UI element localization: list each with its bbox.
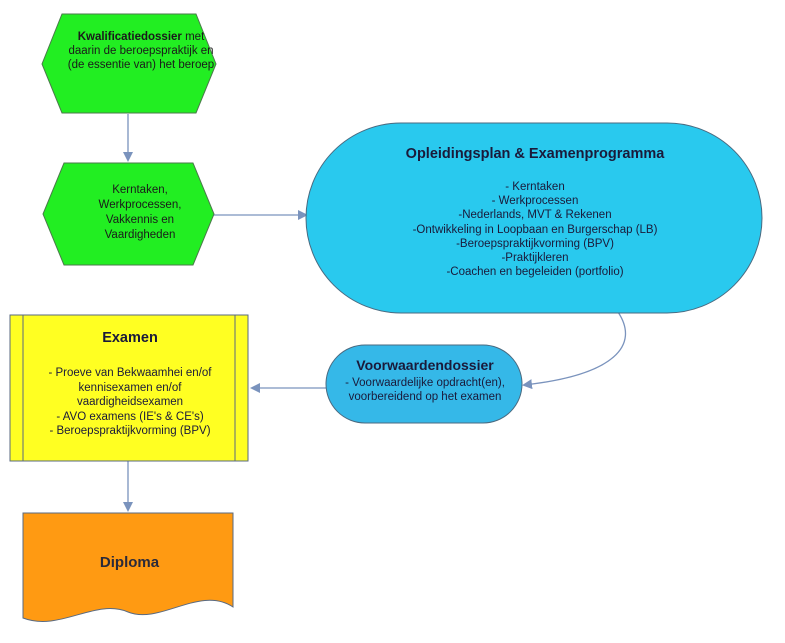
examen-list: - Proeve van Bekwaamhei en/of kennisexam… bbox=[16, 366, 244, 439]
opleidingsplan-item: -Beroepspraktijkvorming (BPV) bbox=[456, 237, 614, 250]
kerntaken-line: Werkprocessen, bbox=[98, 199, 182, 211]
examen-title: Examen bbox=[102, 330, 158, 346]
voorwaardendossier-title: Voorwaardendossier bbox=[356, 357, 494, 373]
kerntaken-line: Kerntaken, bbox=[112, 184, 168, 196]
kwalificatiedossier-text: Kwalificatiedossier met daarin de beroep… bbox=[66, 30, 216, 72]
examen-process-box bbox=[9, 314, 249, 462]
diploma-document-shape bbox=[22, 512, 234, 622]
kerntaken-line: Vakkennis en bbox=[105, 214, 175, 226]
voorwaardendossier-pill bbox=[325, 344, 523, 424]
opleidingsplan-list: - Kerntaken - Werkprocessen -Nederlands,… bbox=[330, 180, 740, 279]
voorwaardendossier-item: - Voorwaardelijke opdracht(en), bbox=[345, 377, 505, 389]
kwalificatiedossier-title: Kwalificatiedossier bbox=[77, 31, 182, 43]
kwalificatiedossier-hexagon bbox=[41, 13, 217, 114]
connector-opleidingsplan-to-voorwaardendossier bbox=[522, 311, 627, 390]
examen-item: kennisexamen en/of bbox=[78, 381, 182, 394]
examen-item: - AVO examens (IE's & CE's) bbox=[56, 410, 204, 423]
opleidingsplan-item: -Ontwikkeling in Loopbaan en Burgerschap… bbox=[412, 223, 658, 236]
opleidingsplan-title: Opleidingsplan & Examenprogramma bbox=[405, 146, 665, 162]
opleidingsplan-item: -Coachen en begeleiden (portfolio) bbox=[446, 266, 624, 279]
opleidingsplan-item: -Praktijkleren bbox=[501, 252, 569, 265]
kerntaken-text: Kerntaken, Werkprocessen, Vakkennis en V… bbox=[70, 183, 210, 243]
examen-item: - Proeve van Bekwaamhei en/of bbox=[48, 367, 212, 379]
opleidingsplan-item: -Nederlands, MVT & Rekenen bbox=[458, 209, 612, 222]
opleidingsplan-item: - Werkprocessen bbox=[491, 195, 579, 208]
voorwaardendossier-item: voorbereidend op het examen bbox=[348, 390, 502, 403]
kerntaken-line: Vaardigheden bbox=[104, 229, 176, 241]
opleidingsplan-terminator bbox=[305, 122, 763, 314]
diploma-label: Diploma bbox=[99, 554, 160, 571]
kerntaken-hexagon bbox=[42, 162, 215, 266]
voorwaardendossier-list: - Voorwaardelijke opdracht(en), voorbere… bbox=[330, 377, 520, 404]
examen-item: - Beroepspraktijkvorming (BPV) bbox=[49, 425, 211, 437]
kwalificatiedossier-description: met daarin de beroepspraktijk en (de ess… bbox=[67, 31, 215, 71]
examen-item: vaardigheidsexamen bbox=[76, 396, 184, 408]
opleidingsplan-item: - Kerntaken bbox=[505, 181, 565, 193]
